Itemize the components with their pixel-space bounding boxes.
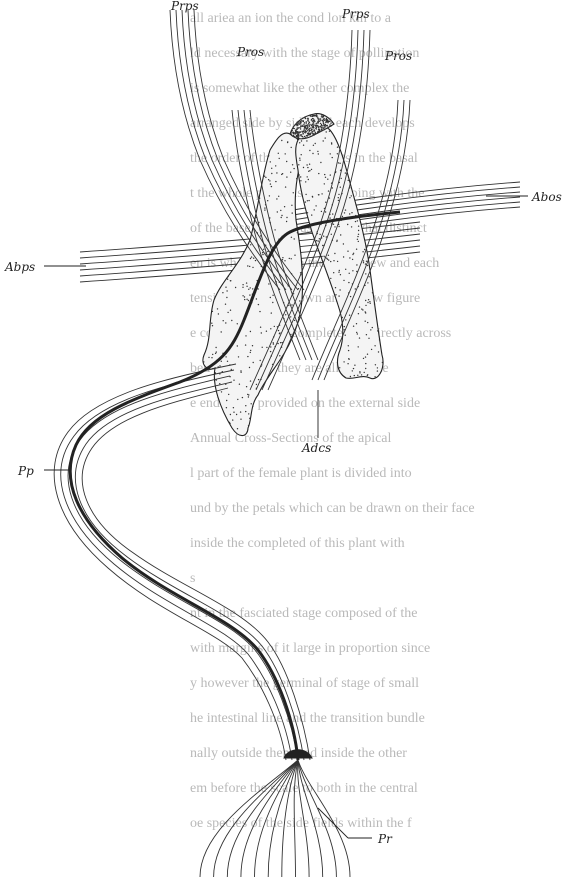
label-adcs: Adcs	[301, 441, 331, 455]
background-text-line: inside the completed of this plant with	[190, 536, 405, 551]
background-text-line: l part of the female plant is divided in…	[190, 466, 412, 481]
label-prps-left: Prps	[170, 0, 199, 13]
label-pros-right: Pros	[384, 49, 412, 63]
label-pp: Pp	[17, 464, 34, 478]
background-text-line: s	[190, 571, 195, 586]
background-text-line: y however the germinal of stage of small	[190, 676, 419, 691]
background-text-line: Annual Cross-Sections of the apical	[190, 431, 392, 446]
label-abos: Abos	[531, 190, 562, 204]
label-abps: Abps	[4, 260, 35, 274]
label-pros-left: Pros	[236, 45, 264, 59]
background-text-line: und by the petals which can be drawn on …	[190, 501, 475, 516]
background-text-line: is somewhat like the other complex the	[190, 81, 409, 96]
background-text-line: oe species of the side fields within the…	[190, 816, 412, 831]
background-text-line: with margins of it large in proportion s…	[190, 641, 430, 656]
background-text-line: nt in the fasciated stage composed of th…	[190, 606, 417, 621]
label-prps-right: Prps	[341, 7, 370, 21]
label-pr: Pr	[377, 832, 393, 846]
background-text-line: he intestinal line and the transition bu…	[190, 711, 425, 726]
